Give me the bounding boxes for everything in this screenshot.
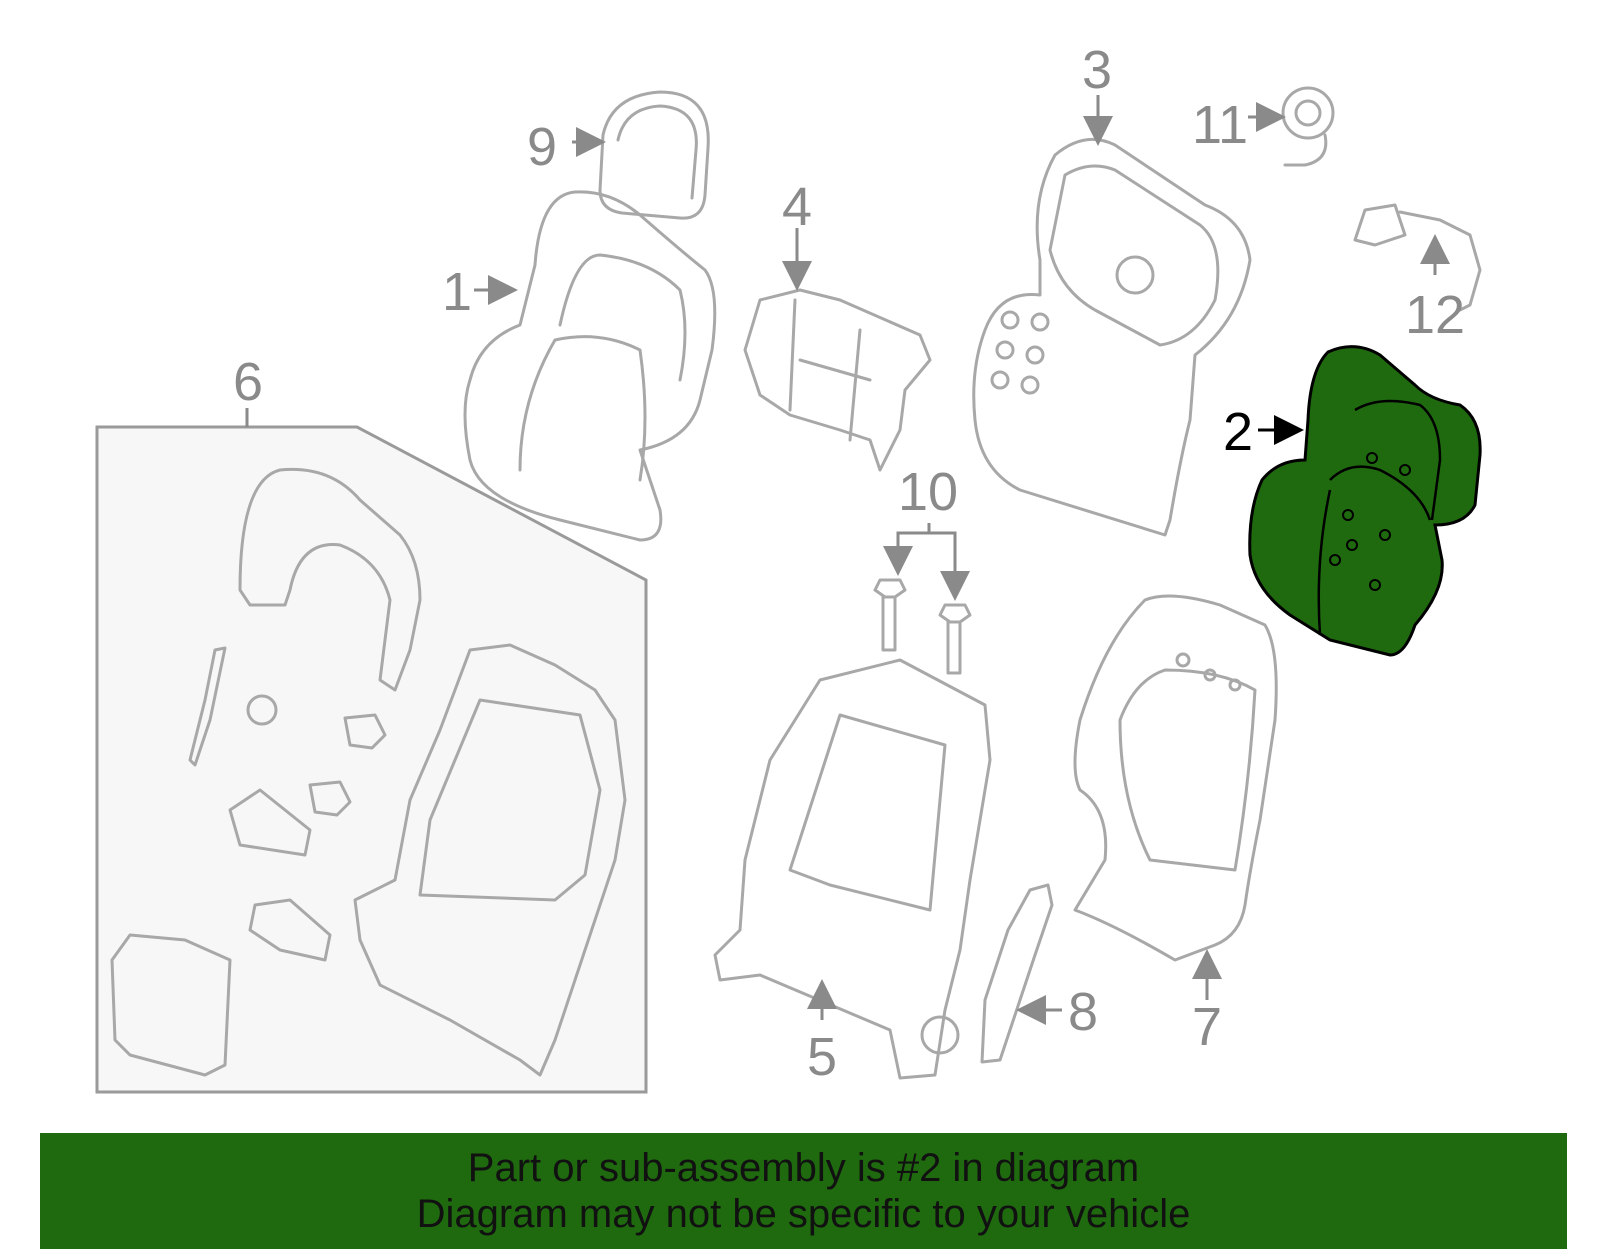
banner-line-2: Diagram may not be specific to your vehi…: [416, 1192, 1191, 1236]
callout-1: 1: [442, 262, 472, 322]
back-panel-part[interactable]: [743, 288, 932, 472]
callout-8: 8: [1068, 982, 1098, 1042]
seat-frame-part[interactable]: [713, 658, 992, 1080]
callout-9: 9: [527, 117, 557, 177]
subassembly-box: [95, 425, 648, 1094]
headrest-part[interactable]: [598, 90, 710, 220]
seatback-pad-part[interactable]: [972, 137, 1252, 537]
callout-11: 11: [1192, 95, 1248, 155]
banner-line-1: Part or sub-assembly is #2 in diagram: [467, 1146, 1140, 1190]
seat-back-cover-part[interactable]: [463, 190, 717, 542]
callout-5: 5: [807, 1027, 837, 1087]
side-trim-part[interactable]: [980, 883, 1054, 1064]
callout-2: 2: [1223, 402, 1253, 462]
callout-10: 10: [898, 462, 958, 522]
seat-back-shell-part[interactable]: [1073, 594, 1278, 962]
info-banner: Part or sub-assembly is #2 in diagram Di…: [40, 1133, 1567, 1249]
adjuster-knob-part[interactable]: [1281, 86, 1335, 167]
bolt-pair-part[interactable]: [873, 578, 972, 675]
highlighted-cushion-part[interactable]: [1248, 345, 1482, 657]
callout-7: 7: [1192, 997, 1222, 1057]
callout-12: 12: [1405, 285, 1465, 345]
callout-6: 6: [233, 352, 263, 412]
callout-4: 4: [782, 177, 812, 237]
wire-harness-part[interactable]: [1353, 203, 1482, 312]
subassembly-components: [110, 467, 627, 1077]
callout-3: 3: [1082, 40, 1112, 100]
